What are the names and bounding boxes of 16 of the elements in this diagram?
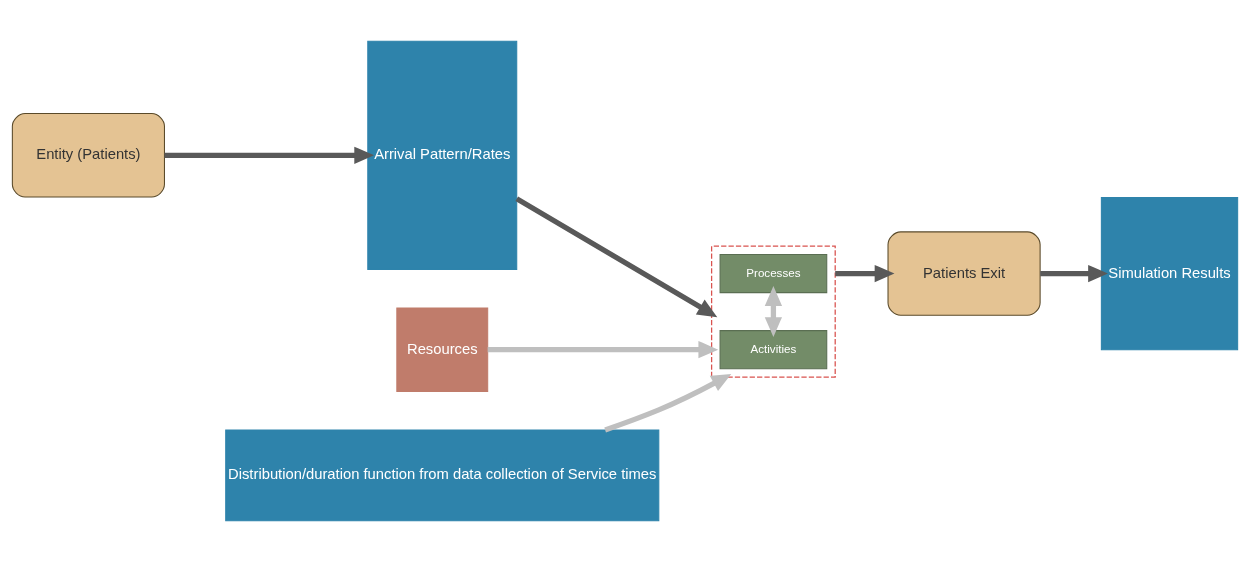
node-box: Entity (Patients)	[11, 113, 165, 198]
arrow	[1040, 264, 1108, 283]
node-box: Resources	[396, 307, 489, 392]
node-box: Patients Exit	[887, 231, 1041, 316]
node-box: Simulation Results	[1100, 197, 1239, 351]
cluster	[710, 245, 836, 378]
arrow	[835, 264, 895, 283]
node-box: Processes	[719, 254, 828, 294]
arrow	[164, 146, 375, 164]
node-box: Activities	[719, 330, 828, 370]
node-box: Distribution/duration function from data collection of Service times	[225, 429, 660, 522]
arrow	[487, 341, 719, 359]
node-box: Arrival Pattern/Rates	[367, 40, 518, 270]
arrow	[515, 196, 718, 318]
arrow	[764, 286, 783, 337]
arrow	[604, 373, 732, 433]
